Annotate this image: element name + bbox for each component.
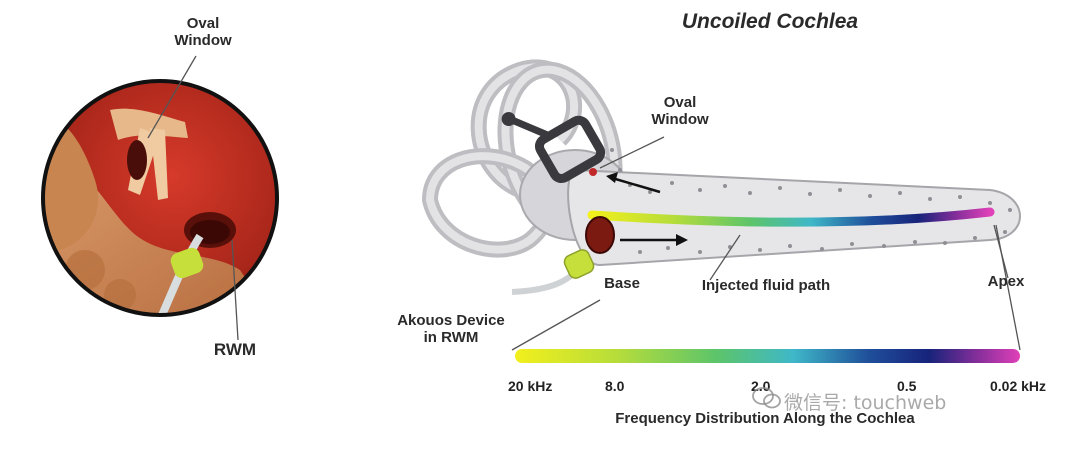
freq-tick-0-5: 0.5 (897, 378, 917, 394)
watermark-text: 微信号: touchweb (784, 392, 947, 414)
injected-fluid-path-label: Injected fluid path (701, 277, 831, 294)
freq-tick-20khz: 20 kHz (508, 378, 553, 394)
akouos-device-label: Akouos Device in RWM (397, 312, 505, 347)
rwm-label: RWM (213, 340, 257, 359)
frequency-gradient-bar (515, 349, 1020, 363)
wechat-icon (752, 387, 781, 409)
main-oval-window-label: Oval Window (651, 94, 709, 129)
frequency-caption: Frequency Distribution Along the Cochlea (615, 410, 915, 427)
cochlea-main-drawing (421, 59, 1021, 351)
apex-label: Apex (987, 273, 1025, 290)
freq-tick-8: 8.0 (605, 378, 625, 394)
base-label: Base (604, 275, 640, 292)
diagram-title: Uncoiled Cochlea (681, 10, 859, 33)
inset-magnified-view (41, 55, 279, 341)
inset-oval-window-label: Oval Window (174, 15, 232, 50)
freq-tick-0-02khz: 0.02 kHz (990, 378, 1047, 394)
